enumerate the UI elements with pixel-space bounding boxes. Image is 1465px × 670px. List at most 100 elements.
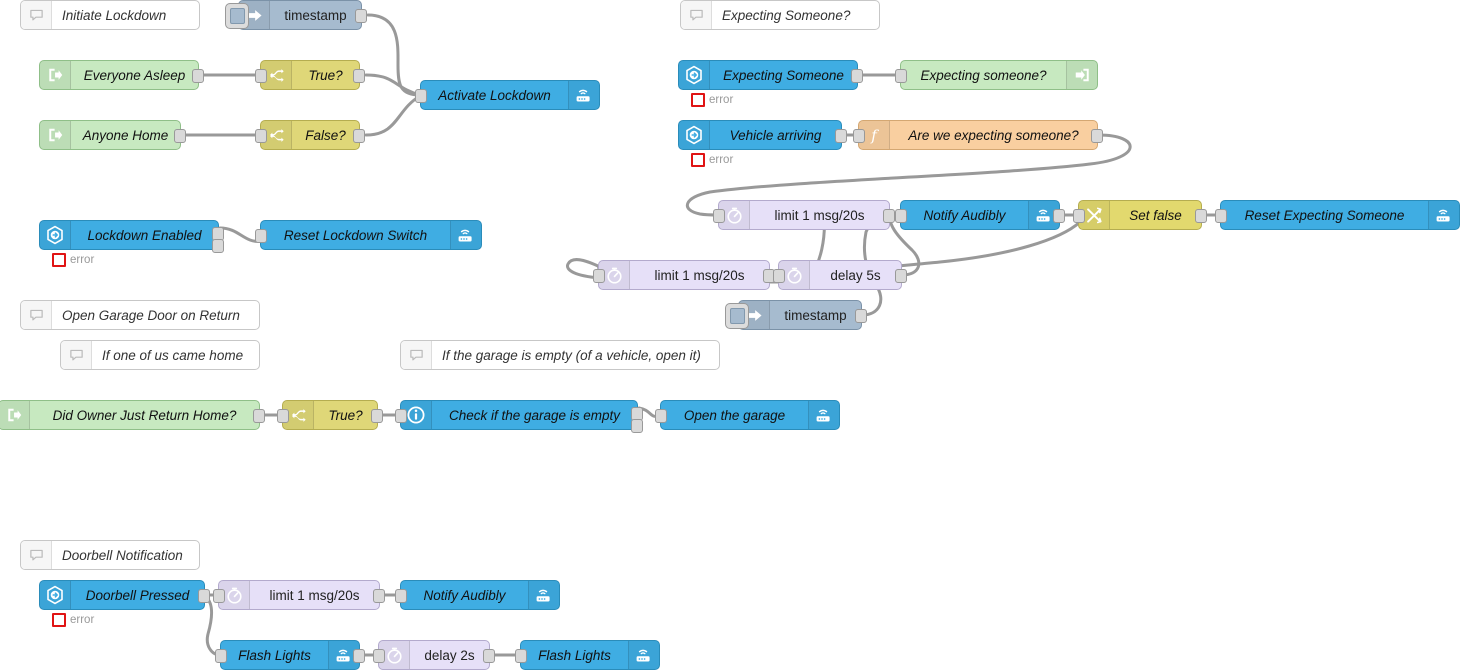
node-label: True? — [328, 407, 363, 423]
node-input-port[interactable] — [255, 229, 267, 243]
node-open-the-garage[interactable]: Open the garage — [655, 400, 840, 430]
node-limit-2[interactable]: limit 1 msg/20s — [593, 260, 775, 290]
node-input-port[interactable] — [277, 409, 289, 423]
node-input-port[interactable] — [213, 589, 225, 603]
node-input-port[interactable] — [215, 649, 227, 663]
node-delay-5s[interactable]: delay 5s — [773, 260, 907, 290]
node-input-port[interactable] — [895, 69, 907, 83]
node-expecting-someone-out[interactable]: Expecting someone? — [895, 60, 1098, 90]
node-output-port[interactable] — [371, 409, 383, 423]
node-output-port[interactable] — [373, 589, 385, 603]
comment-icon — [21, 301, 52, 329]
node-output-port[interactable] — [353, 69, 365, 83]
node-label: limit 1 msg/20s — [774, 207, 865, 223]
node-c-open-garage[interactable]: Open Garage Door on Return — [20, 300, 260, 330]
node-output-port[interactable] — [1195, 209, 1207, 223]
node-flash-lights-2[interactable]: Flash Lights — [515, 640, 660, 670]
node-input-port[interactable] — [515, 649, 527, 663]
node-input-port[interactable] — [1215, 209, 1227, 223]
node-switch-true-1[interactable]: True? — [255, 60, 365, 90]
node-label: Open Garage Door on Return — [62, 307, 240, 323]
node-lockdown-enabled[interactable]: Lockdown Enabled — [39, 220, 224, 253]
node-label: delay 5s — [830, 267, 881, 283]
node-c-if-garage-empty[interactable]: If the garage is empty (of a vehicle, op… — [400, 340, 720, 370]
node-inject-timestamp-1[interactable]: timestamp — [225, 0, 367, 30]
node-vehicle-arriving[interactable]: Vehicle arriving — [678, 120, 847, 150]
node-output-port[interactable] — [355, 9, 367, 23]
node-input-port[interactable] — [655, 409, 667, 423]
node-output-port[interactable] — [212, 239, 224, 253]
node-activate-lockdown[interactable]: Activate Lockdown — [415, 80, 600, 110]
node-input-port[interactable] — [373, 649, 385, 663]
node-anyone-home[interactable]: Anyone Home — [39, 120, 186, 150]
node-input-port[interactable] — [255, 69, 267, 83]
status-square-icon — [691, 93, 705, 107]
node-input-port[interactable] — [415, 89, 427, 103]
hexagon-arrow-icon — [679, 121, 710, 149]
node-input-port[interactable] — [593, 269, 605, 283]
node-doorbell-pressed[interactable]: Doorbell Pressed — [39, 580, 210, 610]
node-label: Reset Lockdown Switch — [283, 227, 428, 243]
node-output-port[interactable] — [192, 69, 204, 83]
node-c-initiate-lockdown[interactable]: Initiate Lockdown — [20, 0, 200, 30]
node-input-port[interactable] — [395, 589, 407, 603]
node-input-port[interactable] — [1073, 209, 1085, 223]
router-icon — [1428, 201, 1459, 229]
node-c-if-one-of-us[interactable]: If one of us came home — [60, 340, 260, 370]
node-output-port[interactable] — [855, 309, 867, 323]
node-c-doorbell-notification[interactable]: Doorbell Notification — [20, 540, 200, 570]
node-label: Expecting Someone? — [722, 7, 851, 23]
node-input-port[interactable] — [853, 129, 865, 143]
node-output-port[interactable] — [174, 129, 186, 143]
sign-out-icon — [0, 401, 30, 429]
node-c-expecting-someone[interactable]: Expecting Someone? — [680, 0, 880, 30]
inject-trigger-button[interactable] — [225, 3, 249, 29]
node-notify-audibly-1[interactable]: Notify Audibly — [895, 200, 1065, 230]
node-input-port[interactable] — [895, 209, 907, 223]
node-label: timestamp — [284, 7, 347, 23]
node-output-port[interactable] — [483, 649, 495, 663]
node-delay-2s[interactable]: delay 2s — [373, 640, 495, 670]
node-output-port[interactable] — [353, 129, 365, 143]
node-input-port[interactable] — [713, 209, 725, 223]
node-expecting-someone[interactable]: Expecting Someone — [678, 60, 863, 90]
node-output-port[interactable] — [198, 589, 210, 603]
node-input-port[interactable] — [255, 129, 267, 143]
node-inject-timestamp-2[interactable]: timestamp — [725, 300, 867, 330]
node-check-garage-empty[interactable]: Check if the garage is empty — [395, 400, 643, 433]
wire-true-activate — [364, 73, 422, 97]
node-notify-audibly-2[interactable]: Notify Audibly — [395, 580, 560, 610]
node-reset-lockdown-switch[interactable]: Reset Lockdown Switch — [255, 220, 482, 250]
node-output-port[interactable] — [835, 129, 847, 143]
node-status-error: error — [52, 253, 94, 267]
node-flash-lights-1[interactable]: Flash Lights — [215, 640, 365, 670]
node-output-port[interactable] — [631, 419, 643, 433]
node-output-port[interactable] — [253, 409, 265, 423]
status-square-icon — [52, 253, 66, 267]
node-output-port[interactable] — [1053, 209, 1065, 223]
node-output-port[interactable] — [895, 269, 907, 283]
stopwatch-icon — [219, 581, 250, 609]
node-input-port[interactable] — [773, 269, 785, 283]
node-output-port[interactable] — [851, 69, 863, 83]
node-did-owner-return[interactable]: Did Owner Just Return Home? — [0, 400, 265, 430]
inject-trigger-button[interactable] — [725, 303, 749, 329]
node-output-port[interactable] — [883, 209, 895, 223]
node-label: delay 2s — [424, 647, 475, 663]
node-limit-1[interactable]: limit 1 msg/20s — [713, 200, 895, 230]
node-output-port[interactable] — [1091, 129, 1103, 143]
node-input-port[interactable] — [395, 409, 407, 423]
node-label: Expecting Someone — [723, 67, 844, 83]
node-output-port[interactable] — [353, 649, 365, 663]
node-limit-3[interactable]: limit 1 msg/20s — [213, 580, 385, 610]
node-set-false[interactable]: Set false — [1073, 200, 1207, 230]
function-f-icon: f — [859, 121, 890, 149]
node-reset-expecting-someone[interactable]: Reset Expecting Someone — [1215, 200, 1460, 230]
status-text: error — [70, 614, 95, 626]
node-switch-true-2[interactable]: True? — [277, 400, 383, 430]
router-icon — [450, 221, 481, 249]
node-switch-false-1[interactable]: False? — [255, 120, 365, 150]
node-everyone-asleep[interactable]: Everyone Asleep — [39, 60, 204, 90]
